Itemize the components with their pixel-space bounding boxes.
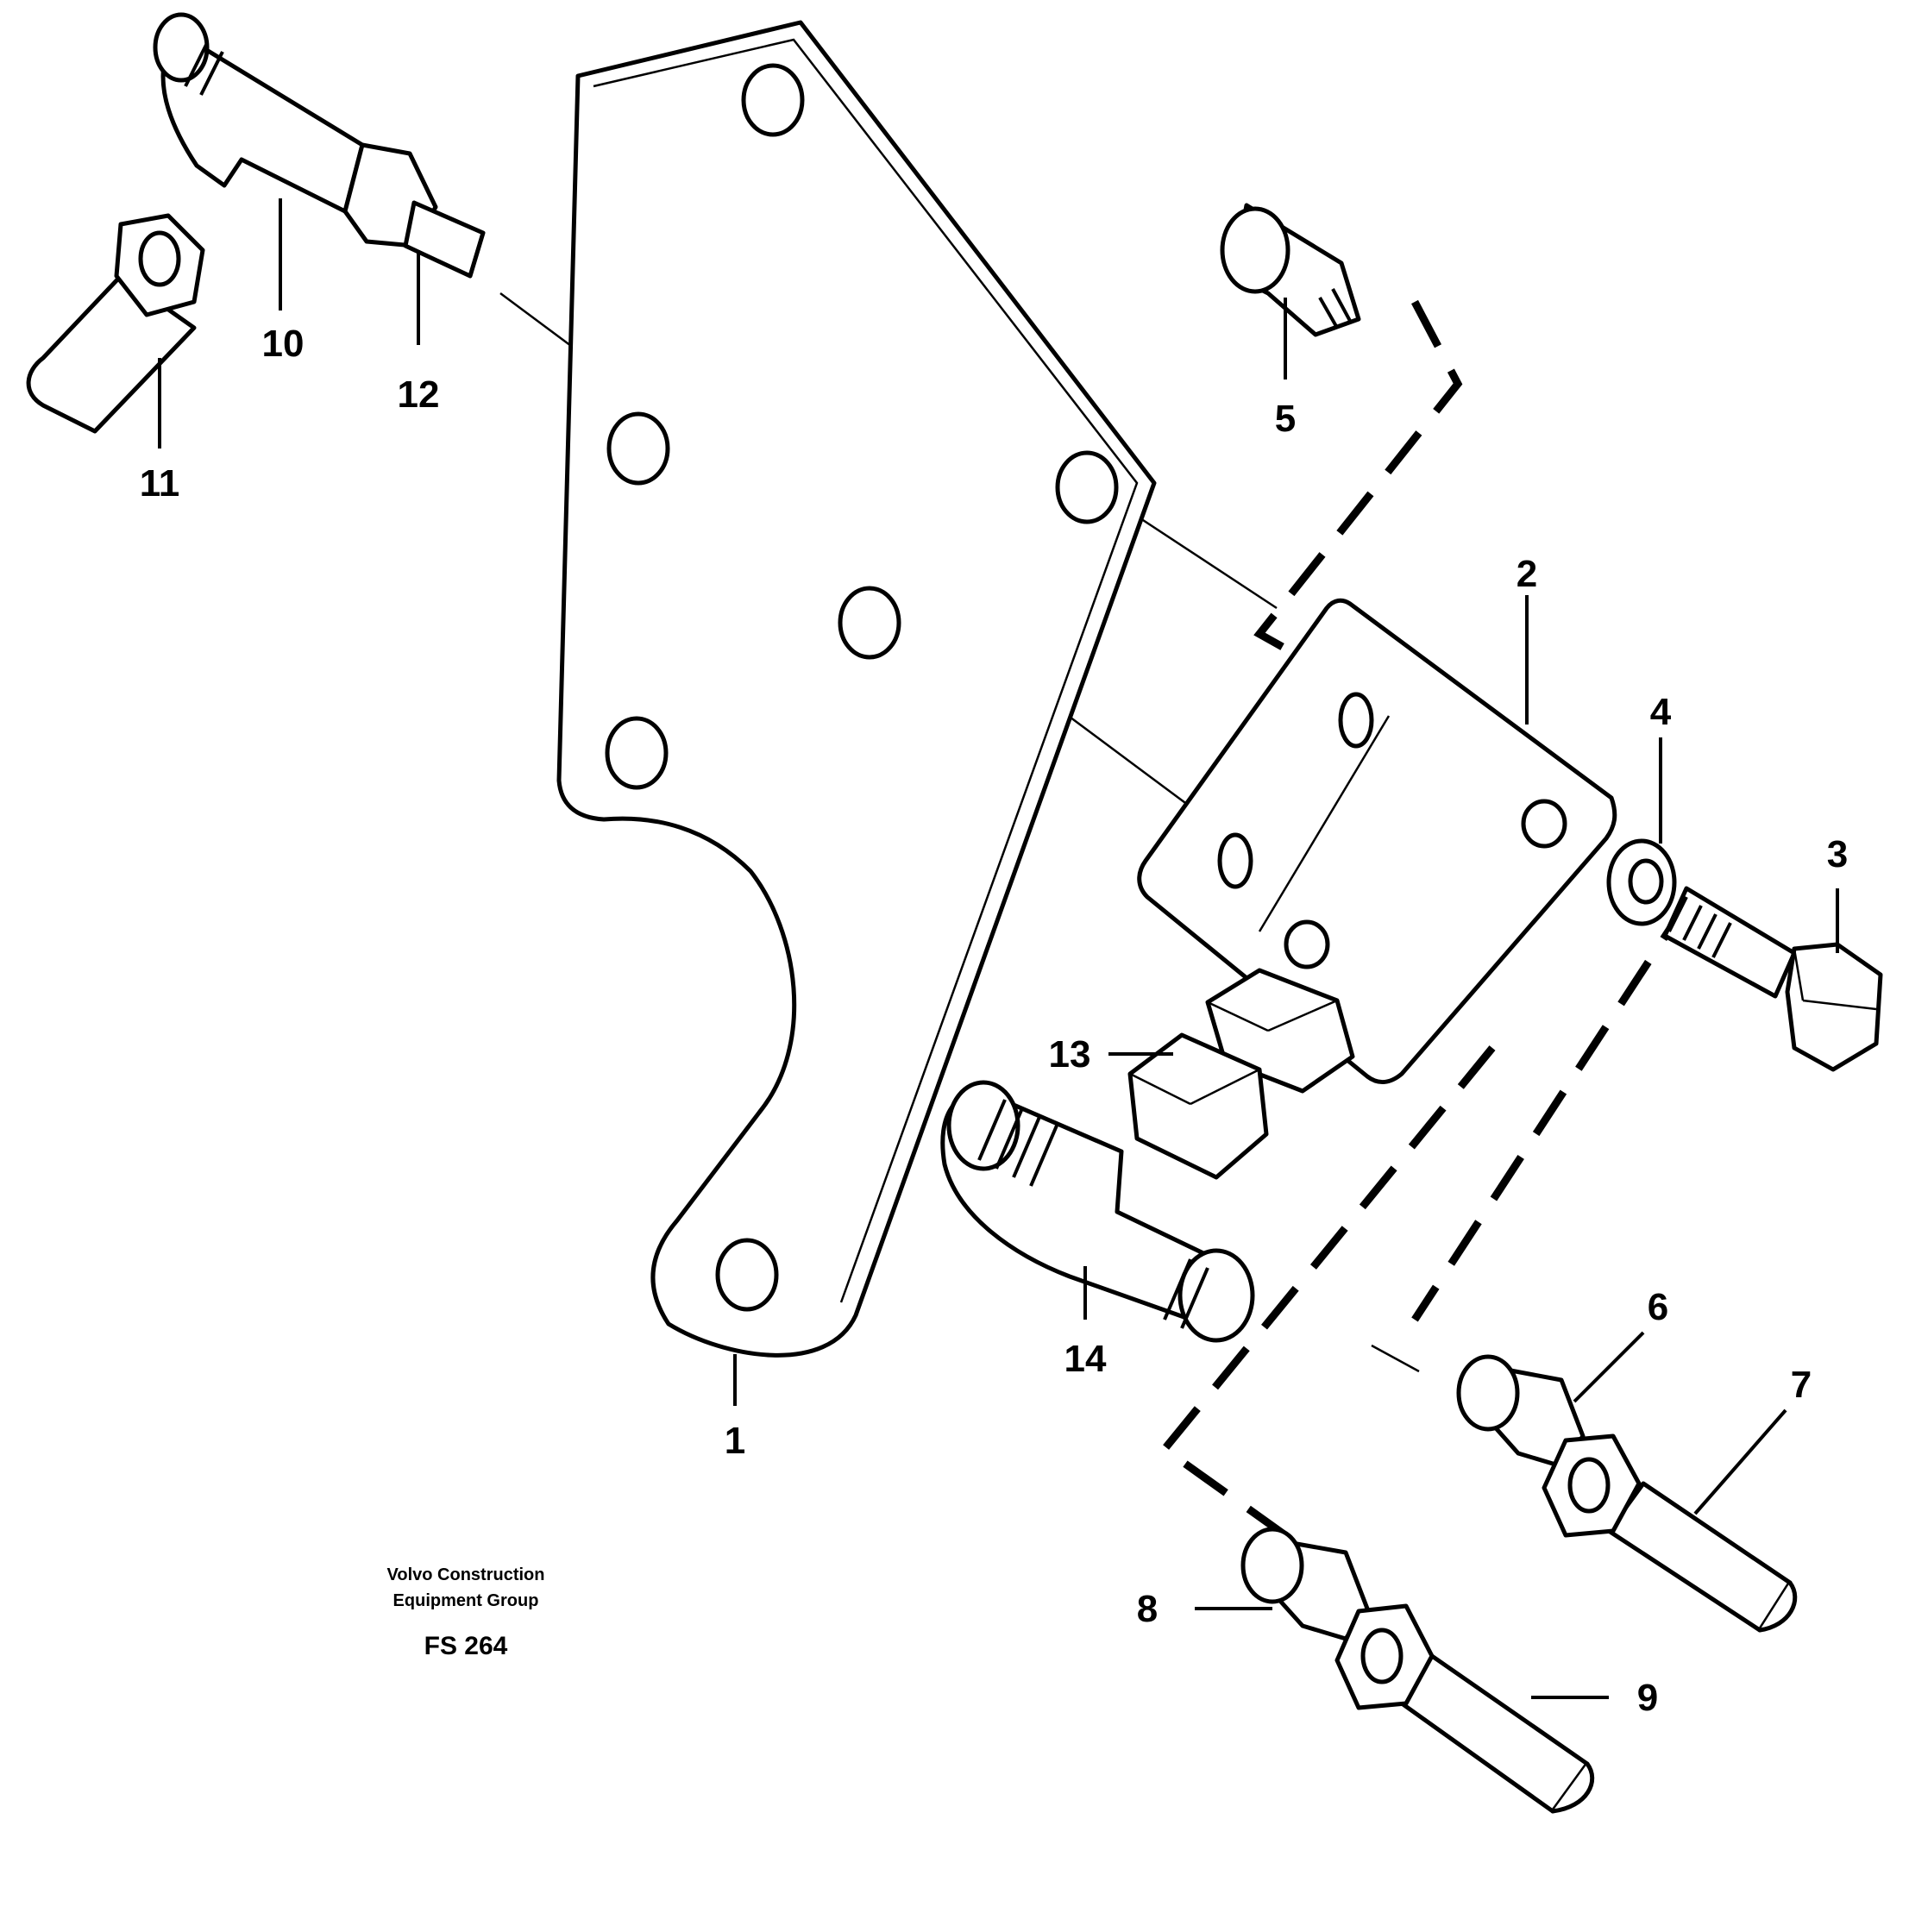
callout-11: 11 — [140, 462, 180, 505]
credit-line-1: Volvo Construction — [387, 1565, 545, 1584]
callout-labels: 1 2 3 4 5 6 7 8 9 10 11 12 13 14 — [140, 323, 1849, 1719]
union-fitting — [1127, 968, 1355, 1180]
callout-6: 6 — [1648, 1286, 1668, 1328]
callout-5: 5 — [1275, 398, 1296, 440]
bracket-hole-2 — [606, 411, 670, 486]
callout-4: 4 — [1650, 691, 1672, 733]
callout-3: 3 — [1827, 833, 1848, 875]
nipple-lower — [1240, 1527, 1370, 1641]
tee-fitting — [940, 1080, 1255, 1343]
callout-leaders — [158, 198, 1839, 1699]
valve-block — [1137, 598, 1617, 1084]
hose-top-left — [26, 213, 205, 434]
bracket-hole-3 — [1055, 450, 1119, 524]
callout-7: 7 — [1791, 1364, 1812, 1406]
bracket-plate — [556, 20, 1157, 1358]
callout-12: 12 — [398, 373, 440, 416]
bracket-hole-6 — [715, 1238, 779, 1312]
callout-2: 2 — [1517, 553, 1537, 595]
callout-1: 1 — [725, 1420, 745, 1462]
hose-right — [1542, 1433, 1798, 1633]
callout-13: 13 — [1049, 1033, 1091, 1076]
hose-lower — [1334, 1603, 1595, 1814]
figure-code: FS 264 — [424, 1632, 508, 1660]
callout-9: 9 — [1637, 1677, 1658, 1719]
callout-10: 10 — [262, 323, 305, 365]
bracket-hole-4 — [838, 586, 901, 660]
dashed-assembly-paths — [1159, 299, 1694, 1539]
callout-8: 8 — [1137, 1588, 1158, 1630]
bracket-hole-5 — [605, 716, 669, 790]
nipple-upper — [1220, 203, 1361, 337]
tee-fitting-top — [153, 12, 486, 279]
washer — [1606, 838, 1677, 926]
nipple-lower-right — [1456, 1354, 1586, 1469]
bracket-hole-1 — [741, 63, 805, 137]
credit-block: Volvo Construction Equipment Group FS 26… — [387, 1565, 545, 1660]
bolt — [1662, 886, 1883, 1072]
credit-line-2: Equipment Group — [393, 1591, 539, 1610]
callout-14: 14 — [1064, 1338, 1107, 1380]
